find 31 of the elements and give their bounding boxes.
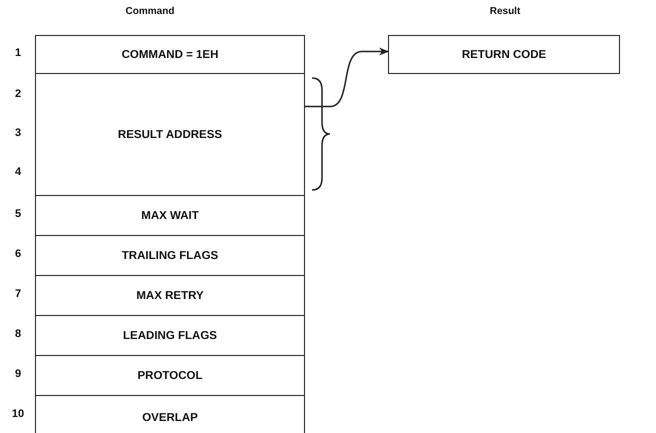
field-box bbox=[35, 35, 305, 74]
field-box bbox=[35, 275, 305, 316]
field-box bbox=[35, 73, 305, 196]
field-box bbox=[35, 195, 305, 236]
row-number: 5 bbox=[14, 208, 22, 220]
field-box bbox=[35, 395, 305, 433]
row-number: 2 bbox=[14, 88, 22, 100]
column-heading: Result bbox=[488, 6, 522, 17]
field-name: RESULT ADDRESS bbox=[118, 128, 222, 140]
row-number: 1 bbox=[14, 47, 22, 59]
field-name: COMMAND = 1EH bbox=[122, 48, 218, 60]
row-number: 3 bbox=[14, 127, 22, 139]
field-box bbox=[388, 35, 620, 74]
row-number: 8 bbox=[14, 328, 22, 340]
field-name: MAX RETRY bbox=[136, 290, 204, 302]
field-name: LEADING FLAGS bbox=[123, 330, 217, 342]
field-name: RETURN CODE bbox=[462, 48, 546, 60]
arrow bbox=[305, 48, 389, 108]
field-name: PROTOCOL bbox=[138, 370, 202, 382]
row-number: 9 bbox=[14, 368, 22, 380]
row-number: 6 bbox=[14, 248, 22, 260]
field-box bbox=[35, 355, 305, 396]
row-number: 7 bbox=[14, 288, 22, 300]
row-number: 10 bbox=[10, 408, 26, 420]
column-heading: Command bbox=[124, 6, 176, 17]
field-name: TRAILING FLAGS bbox=[122, 250, 218, 262]
field-box bbox=[35, 235, 305, 276]
field-box bbox=[35, 315, 305, 356]
field-name: OVERLAP bbox=[142, 412, 198, 424]
row-number: 4 bbox=[14, 166, 22, 178]
field-name: MAX WAIT bbox=[141, 210, 199, 222]
